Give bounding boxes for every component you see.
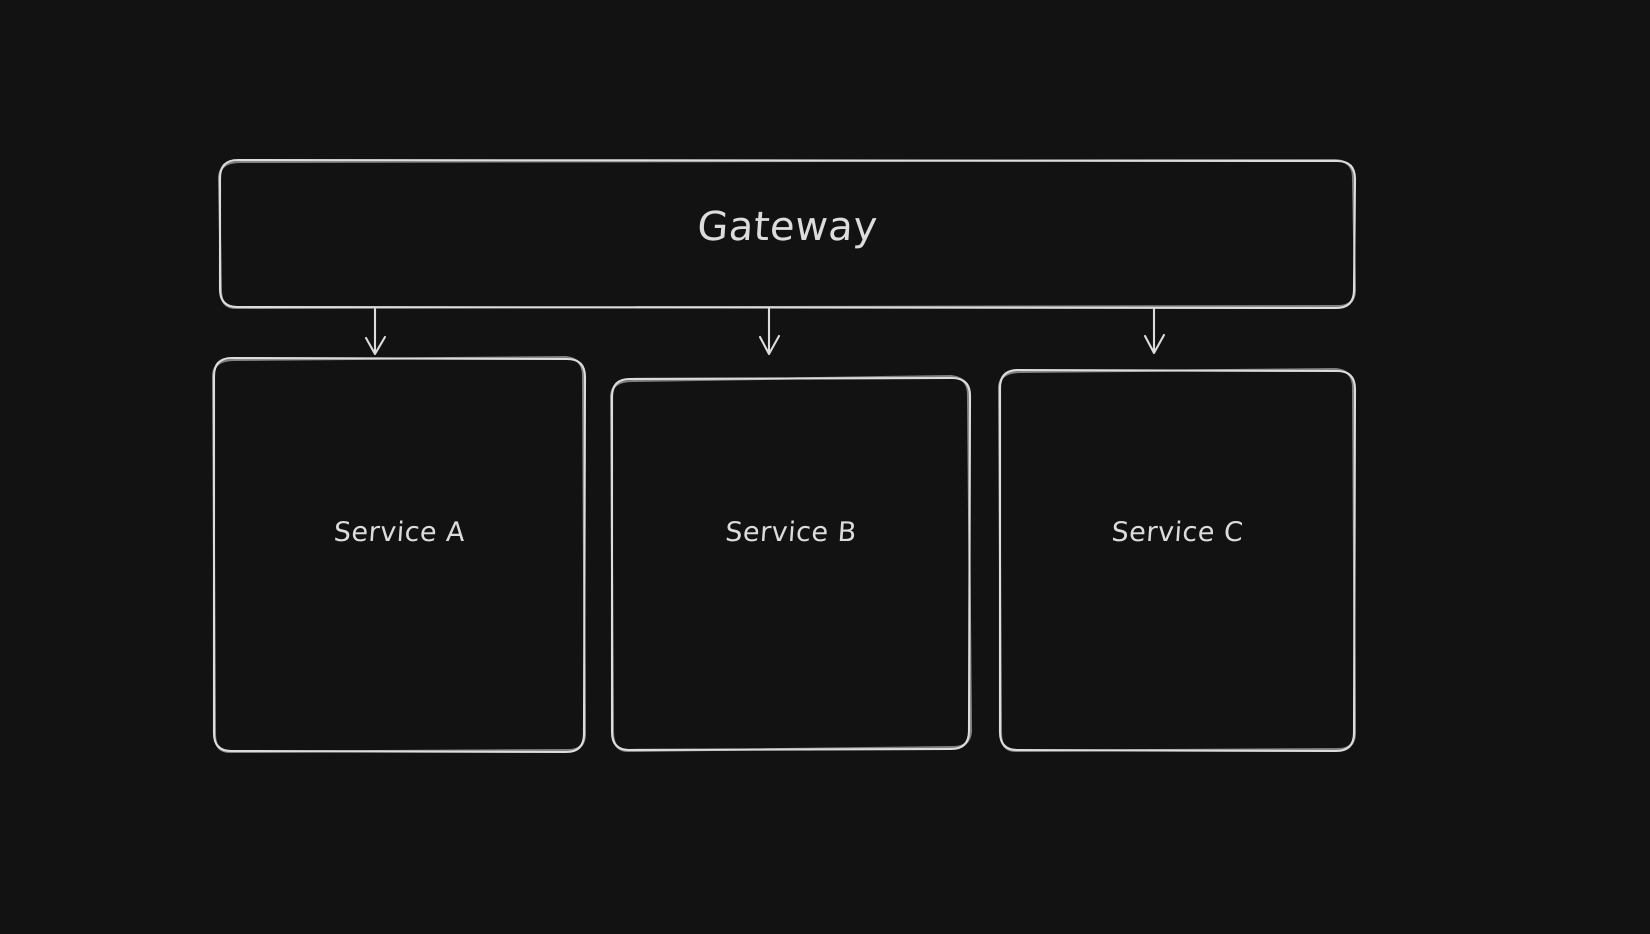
edge-gateway-to-service-b[interactable] (757, 308, 781, 356)
gateway-node[interactable] (220, 160, 1355, 308)
service-a-node[interactable] (214, 358, 585, 752)
arrow-gateway-service-a-shape (364, 307, 387, 356)
edge-gateway-to-service-c[interactable] (1142, 308, 1166, 356)
service-b-box-shape (609, 374, 973, 753)
service-a-box-shape (211, 355, 587, 754)
arrow-gateway-service-c-shape (1143, 307, 1166, 355)
edge-gateway-to-service-a[interactable] (363, 308, 387, 356)
gateway-box-shape (217, 158, 1357, 310)
service-c-box-shape (997, 367, 1357, 753)
service-b-node[interactable] (612, 378, 970, 750)
service-c-node[interactable] (1000, 370, 1355, 752)
arrow-gateway-service-b-shape (758, 307, 781, 356)
